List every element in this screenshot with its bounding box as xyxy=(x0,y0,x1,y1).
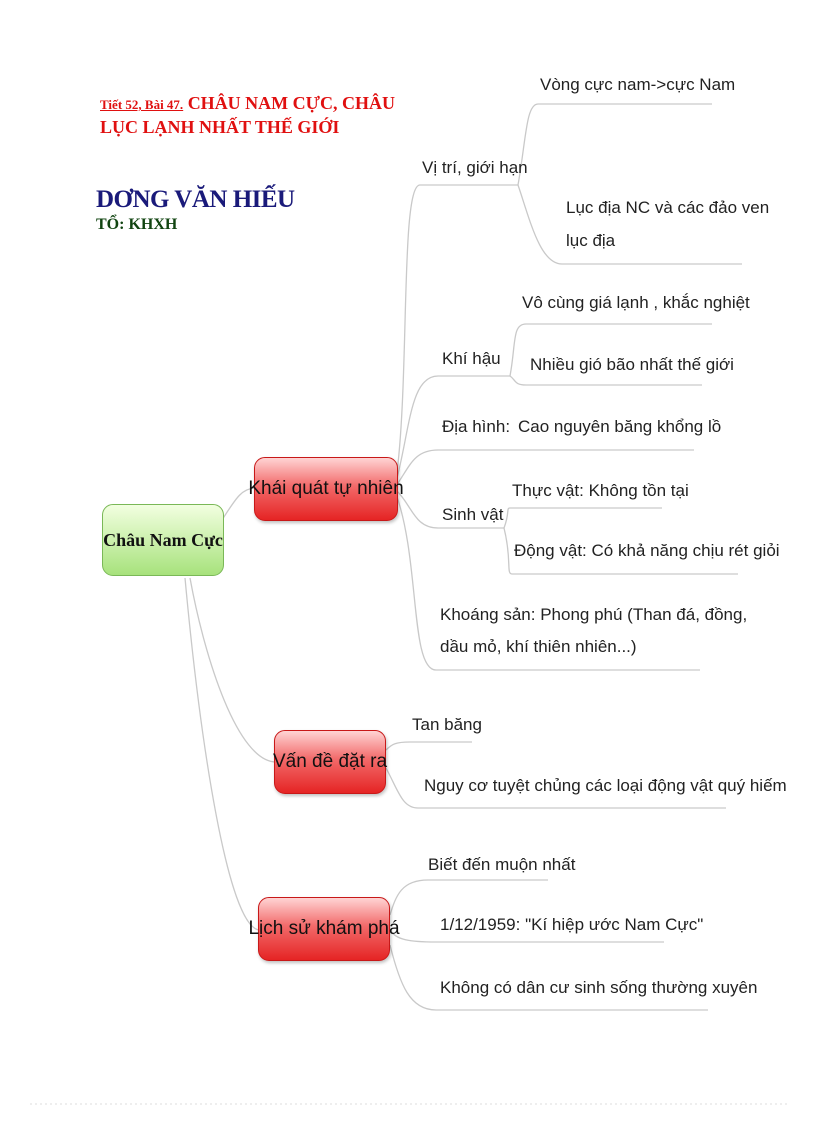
leaf-cao-nguyen-bang[interactable]: Cao nguyên băng khổng lồ xyxy=(518,417,722,436)
link-vitri-lucdia xyxy=(517,184,742,265)
leaf-luc-dia[interactable]: Lục địa NC và các đảo ven xyxy=(566,198,770,217)
group-vi-tri[interactable]: Vị trí, giới hạn xyxy=(422,158,528,177)
root-node[interactable]: Châu Nam Cực xyxy=(102,504,224,576)
lesson-title: Tiết 52, Bài 47. CHÂU NAM CỰC, CHÂU LỤC … xyxy=(100,92,400,138)
group-dia-hinh[interactable]: Địa hình: xyxy=(442,417,511,436)
link-ls-khongco xyxy=(389,944,708,1011)
link-kq-diahinh xyxy=(395,449,694,487)
leaf-vo-cung-gia-lanh[interactable]: Vô cùng giá lạnh , khắc nghiệt xyxy=(522,293,750,312)
link-khihau-gio xyxy=(509,375,702,386)
link-root-khaiquat xyxy=(221,487,257,521)
link-root-vande xyxy=(189,577,277,763)
leaf-tan-bang[interactable]: Tan băng xyxy=(412,715,482,734)
link-vande-tanbang xyxy=(385,741,472,751)
link-ls-biet xyxy=(389,879,548,916)
link-sinhvat-thucvat xyxy=(503,507,662,529)
link-ls-hiepuoc xyxy=(389,929,664,943)
lesson-tag: Tiết 52, Bài 47. xyxy=(100,97,184,112)
link-kq-sinhvat xyxy=(395,489,504,529)
leaf-nguy-co-tuyet-chung[interactable]: Nguy cơ tuyệt chủng các loại động vật qu… xyxy=(424,776,787,795)
link-vitri-vongcuc xyxy=(517,103,712,186)
department-label: TỔ: KHXH xyxy=(96,216,178,233)
leaf-khong-co-dan-cu[interactable]: Không có dân cư sinh sống thường xuyên xyxy=(440,978,758,997)
leaf-thuc-vat[interactable]: Thực vật: Không tồn tại xyxy=(512,481,689,500)
link-kq-khoangsan xyxy=(395,493,700,671)
link-kq-khihau xyxy=(395,375,510,483)
leaf-dong-vat[interactable]: Động vật: Có khả năng chịu rét giỏi xyxy=(514,541,780,560)
author-name: DƠNG VĂN HIẾU xyxy=(96,186,295,213)
link-root-lichsu xyxy=(184,577,261,931)
link-sinhvat-dongvat xyxy=(503,527,738,575)
branch-khai-quat-tu-nhien[interactable]: Khái quát tự nhiên xyxy=(248,457,404,521)
leaf-khoang-san-cont: dầu mỏ, khí thiên nhiên...) xyxy=(440,637,637,656)
leaf-luc-dia-cont: lục địa xyxy=(566,231,616,250)
group-khi-hau[interactable]: Khí hậu xyxy=(442,349,501,368)
branch-van-de-dat-ra[interactable]: Vấn đề đặt ra xyxy=(273,730,387,794)
group-khoang-san[interactable]: Khoáng sản: Phong phú (Than đá, đồng, xyxy=(440,605,748,624)
leaf-vong-cuc-nam[interactable]: Vòng cực nam->cực Nam xyxy=(540,75,736,94)
group-sinh-vat[interactable]: Sinh vật xyxy=(442,505,504,524)
leaf-biet-den-muon[interactable]: Biết đến muộn nhất xyxy=(428,855,576,874)
lesson-name: CHÂU NAM CỰC, CHÂU LỤC LẠNH NHẤT THẾ GIỚ… xyxy=(100,93,395,137)
link-khihau-vocung xyxy=(509,323,712,377)
branch-lich-su-kham-pha[interactable]: Lịch sử khám phá xyxy=(248,897,400,961)
leaf-hiep-uoc[interactable]: 1/12/1959: "Kí hiệp ước Nam Cực" xyxy=(440,915,704,934)
leaf-nhieu-gio-bao[interactable]: Nhiều gió bão nhất thế giới xyxy=(530,355,734,374)
link-vande-nguyco xyxy=(385,767,726,809)
link-kq-vitri xyxy=(395,184,518,481)
